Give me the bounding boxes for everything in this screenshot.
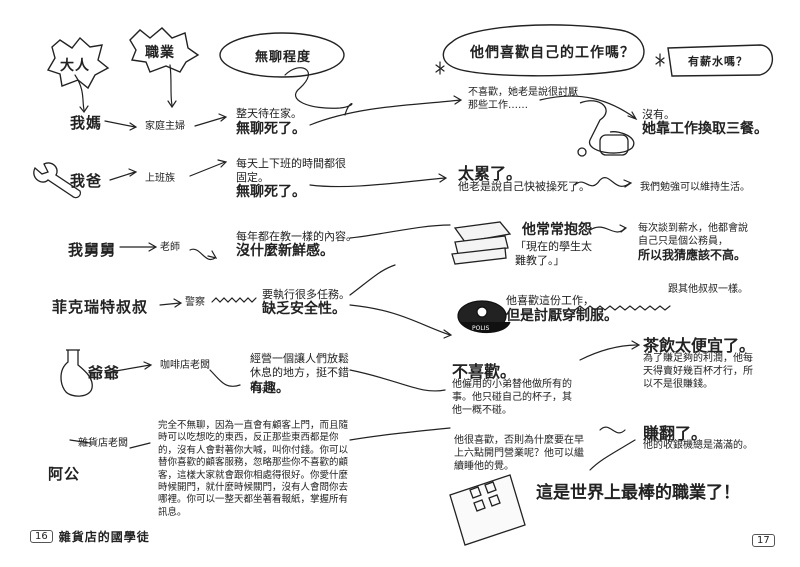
header-boredom: 無聊程度 [255,50,312,65]
footer-right: 17 [752,528,775,547]
row2-job: 上班族 [145,173,175,184]
page-number-right: 17 [752,534,775,547]
row5-job: 咖啡店老闆 [160,360,210,371]
row6-salary-small: 他的收銀機總是滿滿的。 [643,440,753,451]
row1-boredom-small: 整天待在家。 [236,107,302,120]
row3-job: 老師 [160,242,180,253]
row3-boredom-small: 每年都在教一樣的內容。 [236,230,357,243]
row3-salary-big: 所以我猜應該不高。 [638,248,747,262]
police-cap-label: POLIS [472,325,489,332]
conclusion-text: 這是世界上最棒的職業了！ [536,483,740,503]
row4-job: 警察 [185,297,205,308]
row6-salary-big: 賺翻了。 [643,424,708,443]
row2-boredom-small: 每天上下班的時間都很固定。 [236,157,346,184]
row5-like-big: 不喜歡。 [452,362,517,381]
row2-boredom-big: 無聊死了。 [236,184,306,200]
row1-boredom-big: 無聊死了。 [236,121,306,137]
row4-boredom-big: 缺乏安全性。 [262,301,346,317]
row1-salary-big: 她靠工作換取三餐。 [642,121,768,137]
row1-like: 不喜歡，她老是說很討厭那些工作…… [468,87,578,111]
row6-boredom: 完全不無聊，因為一直會有顧客上門，而且隨時可以吃想吃的東西，反正那些東西都是你的… [158,420,349,518]
row5-boredom-big: 有趣。 [250,381,290,396]
row6-name: 阿公 [48,465,81,483]
row4-like-big: 但是討厭穿制服。 [506,308,618,324]
header-job: 職業 [145,45,175,61]
row5-salary-big: 茶飲太便宜了。 [643,336,756,355]
row6-job: 雜貨店老闆 [78,438,128,449]
page-number-left: 16 [30,530,53,543]
row4-like-small: 他喜歡這份工作， [506,294,594,307]
header-salary: 有薪水嗎？ [688,55,748,68]
row3-like-small: 「現在的學生太難教了。」 [515,240,592,267]
row1-job: 家庭主婦 [145,121,185,132]
header-like: 他們喜歡自己的工作嗎？ [470,45,635,61]
row5-boredom-small: 經營一個讓人們放鬆休息的地方，挺不錯的。 [250,352,349,393]
row3-name: 我舅舅 [68,241,117,259]
row4-name: 菲克瑞特叔叔 [52,298,149,316]
row5-like-small: 他僱用的小弟替他做所有的事。他只碰自己的杯子，其他一概不碰。 [452,379,572,416]
footer-left: 16 雜貨店的國學徒 [30,528,150,545]
row3-boredom-big: 沒什麼新鮮感。 [236,243,334,259]
row5-name: 爺爺 [88,364,121,382]
row1-salary-small: 沒有。 [642,108,675,121]
row4-salary: 跟其他叔叔一樣。 [668,284,748,295]
row6-like: 他很喜歡，否則為什麼要在早上六點開門營業呢？他可以繼續睡他的覺。 [454,435,584,472]
row3-like-big: 他常常抱怨 [522,222,592,238]
row4-boredom-small: 要執行很多任務。 [262,288,350,301]
row2-name: 我爸 [70,172,103,190]
row2-like-small: 他老是說自己快被操死了。 [458,180,590,193]
header-people: 大人 [60,58,90,74]
row5-salary-small: 為了賺足夠的利潤，他每天得賣好幾百杯才行，所以不是很賺錢。 [643,353,753,390]
book-title: 雜貨店的國學徒 [58,530,150,544]
row2-salary: 我們勉強可以維持生活。 [640,182,750,193]
row2-like-big: 太累了。 [458,164,523,183]
row3-salary-small: 每次談到薪水，他都會說自己只是個公務員， [638,223,748,247]
row1-name: 我媽 [70,114,103,132]
